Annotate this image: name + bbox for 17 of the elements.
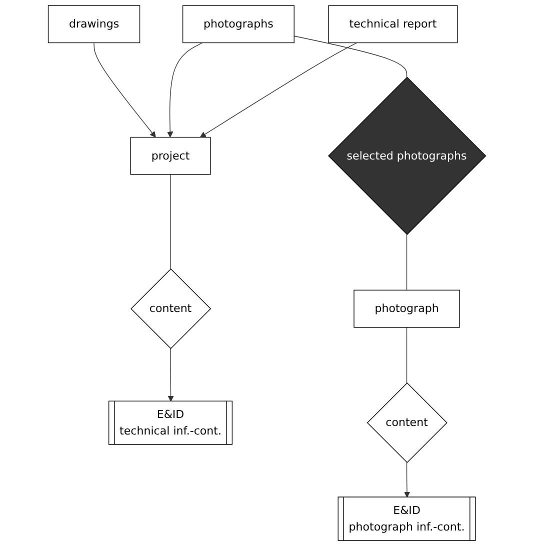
connector	[294, 36, 408, 78]
node-diamond: content	[366, 382, 448, 464]
node-box: project	[130, 136, 211, 175]
node-diamond: content	[130, 268, 212, 349]
connector	[406, 234, 408, 290]
node-box: technical report	[328, 5, 458, 44]
node-box: drawings	[48, 5, 140, 44]
arrow	[167, 42, 203, 138]
node-box: photograph	[354, 290, 460, 328]
arrow	[168, 348, 174, 402]
node-diamond: selected photographs	[328, 76, 486, 235]
connector	[170, 174, 171, 270]
node-box: photographs	[182, 5, 294, 44]
connector	[406, 327, 408, 384]
arrow	[404, 462, 410, 498]
arrow	[200, 42, 358, 138]
arrow	[94, 42, 156, 138]
